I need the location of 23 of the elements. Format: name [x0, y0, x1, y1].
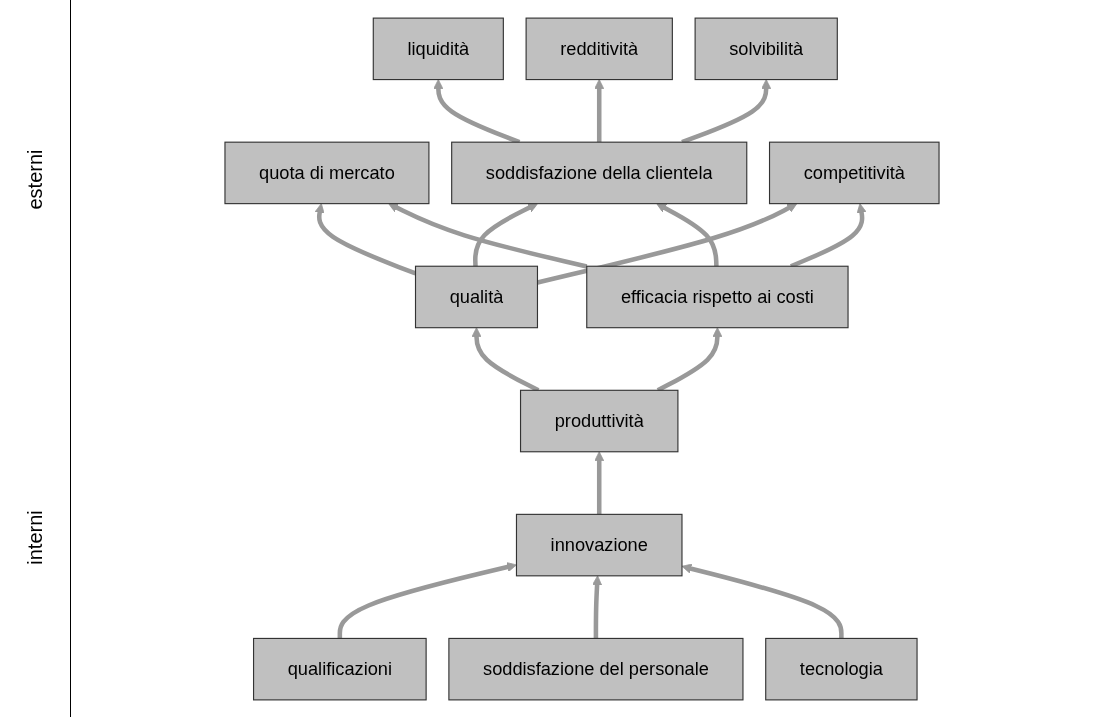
node-box: qualificazioni [253, 637, 427, 700]
node-box: soddisfazione della clientela [451, 141, 748, 204]
node-box: soddisfazione del personale [448, 637, 744, 700]
node-box: liquidità [372, 17, 504, 80]
node-box: redditività [525, 17, 673, 80]
node-box: efficacia rispetto ai costi [586, 265, 849, 328]
node-box: produttività [519, 389, 679, 452]
arrow [656, 202, 719, 266]
arrow [594, 450, 605, 514]
node-box: innovazione [515, 513, 683, 576]
arrow [592, 574, 603, 638]
arrow [337, 561, 517, 638]
node-box: competitività [768, 141, 940, 204]
arrow [388, 202, 588, 269]
node-box: qualità [414, 265, 539, 328]
node-box: quota di mercato [224, 141, 430, 204]
side-label: esterni [23, 149, 47, 210]
node-box: tecnologia [765, 637, 918, 700]
arrow [681, 563, 844, 638]
arrow [594, 78, 605, 142]
node-box: solvibilità [694, 17, 838, 80]
arrow [473, 202, 538, 266]
side-label: interni [23, 510, 47, 565]
